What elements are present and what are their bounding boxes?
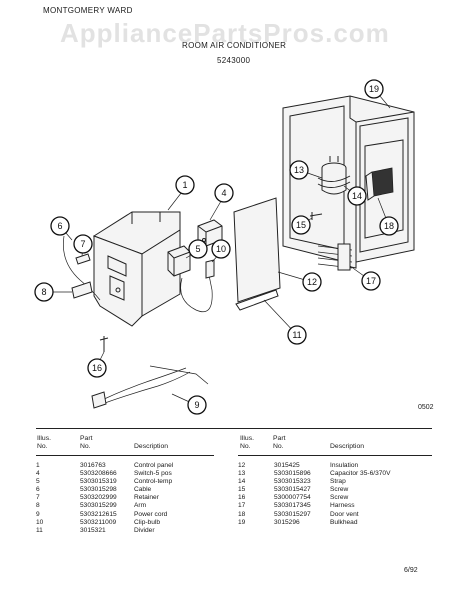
callout-13: 13	[289, 160, 309, 180]
svg-text:15: 15	[296, 220, 306, 230]
part-screw-16	[99, 336, 109, 352]
left-header-description: Description	[134, 443, 168, 450]
part-power-cord	[91, 365, 209, 409]
diagram-subtitle: ROOM AIR CONDITIONER	[182, 41, 287, 50]
svg-text:8: 8	[41, 287, 46, 297]
model-number: 5243000	[217, 56, 251, 65]
svg-text:16: 16	[92, 363, 102, 373]
callout-17: 17	[361, 271, 381, 291]
callout-19: 19	[364, 79, 384, 99]
callout-12: 12	[302, 272, 322, 292]
svg-text:11: 11	[292, 330, 301, 340]
part-door-vent	[365, 167, 394, 201]
callout-18: 18	[379, 216, 399, 236]
svg-text:17: 17	[366, 276, 376, 286]
svg-text:1: 1	[182, 180, 187, 190]
callout-16: 16	[87, 358, 107, 378]
watermark: AppliancePartsPros.com	[60, 18, 390, 48]
callout-5: 5	[188, 239, 208, 259]
right-header-illus: Illus.No.	[240, 435, 254, 450]
svg-text:6: 6	[57, 221, 62, 231]
callout-4: 4	[214, 183, 234, 203]
right-header-rule	[238, 455, 432, 456]
part-retainer	[75, 253, 91, 265]
callout-7: 7	[73, 234, 93, 254]
svg-text:10: 10	[216, 244, 226, 254]
svg-text:13: 13	[294, 165, 304, 175]
part-strap	[317, 175, 351, 188]
callout-9: 9	[187, 395, 207, 415]
callout-14: 14	[347, 186, 367, 206]
part-arm	[71, 281, 93, 299]
callout-11: 11	[287, 325, 307, 345]
svg-text:12: 12	[307, 277, 317, 287]
svg-text:18: 18	[384, 221, 394, 231]
svg-text:5: 5	[195, 244, 200, 254]
svg-text:14: 14	[352, 191, 362, 201]
svg-text:9: 9	[194, 400, 199, 410]
svg-text:4: 4	[221, 188, 226, 198]
brand-title: MONTGOMERY WARD	[43, 6, 133, 15]
svg-text:19: 19	[369, 84, 379, 94]
callout-8: 8	[34, 282, 54, 302]
callout-10: 10	[211, 239, 231, 259]
callout-15: 15	[291, 215, 311, 235]
left-header-illus: Illus.No.	[37, 435, 51, 450]
footer-date: 6/92	[404, 567, 418, 574]
part-cable	[63, 235, 101, 301]
svg-text:7: 7	[80, 239, 85, 249]
callout-1: 1	[175, 175, 195, 195]
part-insulation	[233, 197, 281, 303]
part-screw-15	[309, 212, 323, 220]
right-header-description: Description	[330, 443, 364, 450]
part-clip-bulb	[205, 259, 215, 279]
part-control-temp	[167, 245, 213, 313]
part-divider	[235, 289, 279, 311]
table-top-rule	[36, 428, 432, 429]
part-harness	[317, 243, 353, 271]
diagram-code: 0502	[418, 404, 434, 411]
left-header-rule	[36, 455, 214, 456]
callout-6: 6	[50, 216, 70, 236]
